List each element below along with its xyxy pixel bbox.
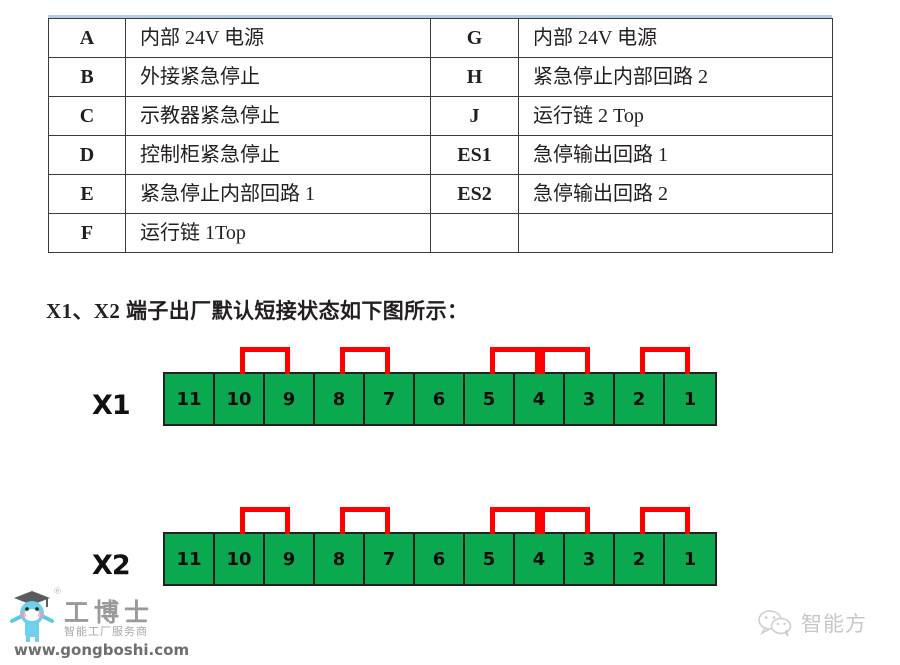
gongboshi-tagline-text: 智能工厂服务商 bbox=[64, 625, 148, 638]
jumper-link bbox=[240, 347, 290, 374]
jumper-link bbox=[490, 347, 540, 374]
signal-code-cell: H bbox=[430, 57, 519, 97]
terminal-pin: 11 bbox=[165, 374, 215, 424]
gongboshi-logo-watermark: ® 工博士 智能工厂服务商 www.gongboshi.com bbox=[6, 585, 189, 661]
jumper-link bbox=[490, 507, 540, 534]
gongboshi-brand-text: 工博士 bbox=[64, 598, 155, 627]
signal-description-cell: 紧急停止内部回路 1 bbox=[125, 174, 431, 214]
signal-description-cell: 运行链 2 Top bbox=[518, 96, 833, 136]
jumper-link bbox=[240, 507, 290, 534]
signal-description-cell: 内部 24V 电源 bbox=[125, 18, 431, 58]
gongboshi-mascot-icon bbox=[10, 591, 54, 642]
signal-description-cell: 运行链 1Top bbox=[125, 213, 431, 253]
terminal-pin: 1 bbox=[665, 374, 715, 424]
terminal-pin: 2 bbox=[615, 374, 665, 424]
wechat-account-name: 智能方 bbox=[801, 612, 867, 636]
terminal-pin: 7 bbox=[365, 374, 415, 424]
top-rule-divider bbox=[48, 15, 832, 18]
signal-code-cell: D bbox=[48, 135, 126, 175]
jumper-link bbox=[340, 507, 390, 534]
terminal-pin: 4 bbox=[515, 534, 565, 584]
signal-description-cell: 紧急停止内部回路 2 bbox=[518, 57, 833, 97]
terminal-pin: 9 bbox=[265, 534, 315, 584]
signal-description-cell: 示教器紧急停止 bbox=[125, 96, 431, 136]
signal-code-cell: E bbox=[48, 174, 126, 214]
jumper-link bbox=[540, 507, 590, 534]
signal-description-cell: 外接紧急停止 bbox=[125, 57, 431, 97]
terminal-pin: 10 bbox=[215, 374, 265, 424]
terminal-pin: 6 bbox=[415, 374, 465, 424]
signal-code-cell: A bbox=[48, 18, 126, 58]
gongboshi-url-text: www.gongboshi.com bbox=[14, 641, 190, 659]
signal-description-cell: 急停输出回路 1 bbox=[518, 135, 833, 175]
terminal-pin: 3 bbox=[565, 374, 615, 424]
signal-code-cell: B bbox=[48, 57, 126, 97]
terminal-pin: 8 bbox=[315, 534, 365, 584]
jumper-link bbox=[340, 347, 390, 374]
terminal-pin: 4 bbox=[515, 374, 565, 424]
terminal-pin: 1 bbox=[665, 534, 715, 584]
terminal-pin: 7 bbox=[365, 534, 415, 584]
jumper-link bbox=[540, 347, 590, 374]
signal-description-cell: 内部 24V 电源 bbox=[518, 18, 833, 58]
terminal-pin: 10 bbox=[215, 534, 265, 584]
terminal-pin: 8 bbox=[315, 374, 365, 424]
signal-code-cell: G bbox=[430, 18, 519, 58]
section-heading: X1、X2 端子出厂默认短接状态如下图所示： bbox=[46, 299, 469, 323]
signal-description-cell bbox=[518, 213, 833, 253]
signal-code-cell: ES1 bbox=[430, 135, 519, 175]
signal-description-cell: 控制柜紧急停止 bbox=[125, 135, 431, 175]
strip-label-x1: X1 bbox=[92, 390, 131, 421]
jumper-link bbox=[640, 507, 690, 534]
terminal-pin: 3 bbox=[565, 534, 615, 584]
signal-code-cell: F bbox=[48, 213, 126, 253]
terminal-pin: 5 bbox=[465, 374, 515, 424]
signal-code-cell: C bbox=[48, 96, 126, 136]
terminal-pin: 6 bbox=[415, 534, 465, 584]
registered-mark-icon: ® bbox=[53, 587, 62, 597]
signal-description-cell: 急停输出回路 2 bbox=[518, 174, 833, 214]
terminal-pin: 9 bbox=[265, 374, 315, 424]
terminal-pin: 5 bbox=[465, 534, 515, 584]
terminal-pin: 2 bbox=[615, 534, 665, 584]
wechat-watermark: 智能方 bbox=[758, 608, 867, 638]
wechat-icon bbox=[758, 610, 792, 637]
signal-code-cell bbox=[430, 213, 519, 253]
jumper-link bbox=[640, 347, 690, 374]
strip-label-x2: X2 bbox=[92, 550, 131, 581]
terminal-pin: 11 bbox=[165, 534, 215, 584]
signal-code-cell: ES2 bbox=[430, 174, 519, 214]
signal-code-cell: J bbox=[430, 96, 519, 136]
